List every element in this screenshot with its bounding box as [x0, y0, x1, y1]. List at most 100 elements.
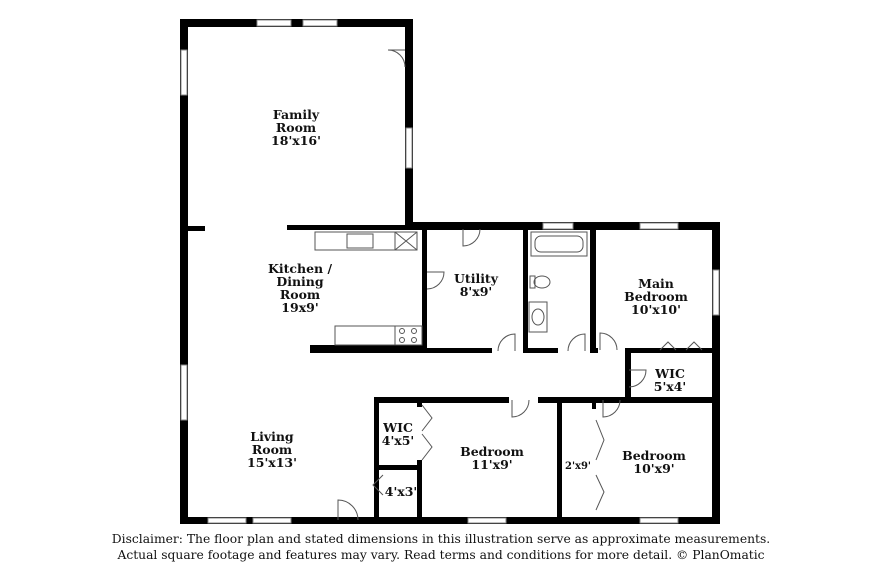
door-bed-center: [511, 399, 530, 418]
range-burner: [411, 337, 417, 343]
label-closet-side: 2'x9': [565, 461, 591, 472]
living-room-name-1: Living: [250, 429, 294, 444]
closet-side-size: 2'x9': [564, 461, 592, 472]
wall-closet-side-east: [592, 397, 596, 409]
disclaimer-line-1: Disclaimer: The floor plan and stated di…: [111, 532, 771, 546]
wall-family-top: [180, 19, 413, 27]
wall-utility-south: [427, 348, 492, 353]
label-utility: Utility 8'x9': [454, 272, 498, 298]
label-living-room: Living Room 15'x13': [247, 430, 297, 469]
wall-west: [180, 19, 188, 524]
window-family-top-2: [302, 19, 338, 27]
kitchen-fridge: [394, 231, 418, 251]
disclaimer-line-2: Actual square footage and features may v…: [117, 548, 765, 562]
wall-hall-south: [557, 397, 720, 403]
toilet: [533, 275, 551, 289]
windows: [180, 19, 720, 524]
kitchen-fridge-x: [394, 231, 418, 251]
bathtub: [530, 231, 588, 257]
window-bed-right-south: [639, 517, 679, 524]
toilet-tank: [529, 275, 536, 289]
kitchen-name-1: Kitchen /: [267, 261, 333, 276]
door-entry: [337, 499, 359, 521]
door-main: [599, 332, 618, 351]
window-bed-center-south: [467, 517, 507, 524]
bath-vanity: [528, 301, 548, 333]
range-burner: [399, 328, 405, 334]
main-bedroom-size: 10'x10': [631, 302, 681, 317]
label-family-room: Family Room 18'x16': [271, 108, 321, 147]
label-bedroom-right: Bedroom 10'x9': [622, 449, 686, 475]
kitchen-range: [394, 325, 423, 346]
wic-bedroom-name: WIC: [383, 420, 413, 435]
window-family-top-1: [256, 19, 292, 27]
wic-bedroom-size: 4'x5': [381, 433, 415, 448]
door-family: [387, 49, 406, 68]
wall-utility-west: [422, 228, 427, 350]
kitchen-counter-top: [314, 231, 418, 251]
wall-family-kitchen: [287, 225, 410, 230]
window-bath-top: [542, 222, 574, 230]
wall-wic-bed-east2: [417, 460, 422, 522]
closet-small-size: 4'x3': [384, 484, 418, 499]
wic-main-name: WIC: [655, 366, 685, 381]
range-burner: [399, 337, 405, 343]
main-bedroom-name-2: Bedroom: [624, 289, 688, 304]
kitchen-name-2: Dining: [276, 274, 324, 289]
label-wic-bedroom: WIC 4'x5': [382, 421, 415, 447]
bathtub-inner: [534, 235, 584, 253]
window-main-top: [639, 222, 679, 230]
wall-bed-divider: [557, 397, 562, 522]
family-room-name-2: Room: [275, 120, 317, 135]
door-utility-south: [497, 333, 516, 352]
window-family-west: [180, 49, 188, 96]
wall-kitchen-south: [310, 345, 427, 353]
range-burner: [411, 328, 417, 334]
kitchen-counter-bottom: [334, 325, 423, 346]
bath-sink: [531, 308, 545, 326]
label-wic-main: WIC 5'x4': [654, 367, 687, 393]
bifold-closet-side: [595, 419, 605, 511]
bifold-closet-small: [372, 474, 384, 496]
wall-wic-bed-east: [417, 397, 422, 407]
label-bedroom-center: Bedroom 11'x9': [460, 445, 524, 471]
door-utility-west: [426, 271, 445, 290]
living-room-size: 15'x13': [247, 455, 297, 470]
doors: [337, 49, 703, 521]
bifold-wic-bed: [421, 404, 433, 461]
family-room-size: 18'x16': [271, 133, 321, 148]
door-wic-main: [628, 369, 647, 388]
window-living-south-1: [207, 517, 247, 524]
bedroom-right-name: Bedroom: [622, 448, 686, 463]
bedroom-center-size: 11'x9': [471, 457, 513, 472]
bifold-wic-main: [659, 341, 703, 351]
kitchen-sink: [346, 233, 374, 249]
door-utility-top: [462, 228, 481, 247]
wic-main-size: 5'x4': [653, 379, 687, 394]
fixtures: [314, 231, 588, 346]
wall-main-south: [625, 348, 720, 353]
label-main-bedroom: Main Bedroom 10'x10': [624, 277, 688, 316]
wall-wic-west: [625, 348, 631, 403]
label-kitchen-dining: Kitchen / Dining Room 19x9': [268, 262, 332, 314]
wall-bath-south: [523, 348, 558, 353]
wall-stub-west: [187, 226, 205, 231]
wall-bath-east: [590, 228, 596, 353]
wall-bedrooms-top-left: [374, 397, 509, 403]
window-family-east: [405, 127, 413, 169]
wall-east: [712, 222, 720, 524]
wall-family-east: [405, 19, 413, 228]
kitchen-size: 19x9': [281, 300, 319, 315]
bedroom-right-size: 10'x9': [633, 461, 675, 476]
window-main-east: [712, 269, 720, 316]
utility-name: Utility: [454, 271, 498, 286]
disclaimer: Disclaimer: The floor plan and stated di…: [0, 531, 882, 563]
bedroom-center-name: Bedroom: [460, 444, 524, 459]
door-bed-right: [602, 399, 621, 418]
utility-size: 8'x9': [459, 284, 493, 299]
wall-hall-stub: [590, 348, 598, 353]
wall-bed-center-west: [374, 397, 379, 522]
window-living-west: [180, 364, 188, 421]
main-bedroom-name-1: Main: [638, 276, 674, 291]
